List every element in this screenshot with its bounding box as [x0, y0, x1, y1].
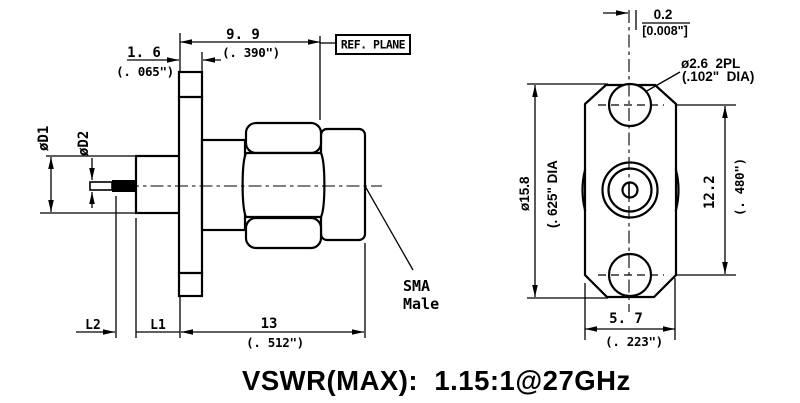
dim-0-2: 0.2 [0.008"] — [603, 7, 690, 38]
dim-13-inch: (. 512") — [246, 335, 304, 350]
sma-label-line1: SMA — [403, 277, 430, 295]
ref-plane-callout: REF. PLANE — [320, 34, 411, 55]
dim-flange-dia-inch: (. 625" DIA — [545, 160, 560, 228]
dim-13-mm: 13 — [261, 316, 278, 332]
dim-l1-label: L1 — [150, 318, 166, 333]
body-step — [200, 138, 247, 232]
dim-1-6: 1. 6 (. 065") — [116, 45, 221, 79]
dim-9-9-inch: (. 390") — [222, 45, 280, 60]
dim-hole-spacing: 12.2 (. 480") — [702, 106, 747, 274]
vswr-spec: VSWR(MAX): 1.15:1@27GHz — [242, 365, 631, 396]
dim-5-7-inch: (. 223") — [605, 334, 663, 349]
hex-nut — [241, 121, 326, 250]
flange-side — [177, 70, 204, 298]
coupling-barrel — [319, 127, 367, 242]
pin-collar — [112, 180, 136, 192]
front-view: 0.2 [0.008"] ø2.6 2PL (.102" DIA) ø15.8 … — [517, 7, 754, 349]
dim-flange-width: 5. 7 (. 223") — [584, 278, 676, 349]
dim-hole-spacing-mm: 12.2 — [702, 175, 718, 209]
dim-0-2-inch: [0.008"] — [642, 24, 688, 38]
dim-13: 13 (. 512") — [181, 316, 364, 350]
dim-d1: øD1 — [36, 126, 135, 214]
flange-side-relief-left — [581, 168, 587, 212]
dim-d2: øD2 — [76, 131, 95, 208]
dim-1-6-mm: 1. 6 — [127, 45, 161, 61]
sma-label-line2: Male — [403, 295, 439, 313]
dim-d2-label: øD2 — [76, 131, 92, 156]
sma-leader-line — [364, 185, 414, 271]
ref-plane-label: REF. PLANE — [341, 38, 406, 52]
center-pin — [89, 181, 113, 191]
dim-flange-dia: ø15.8 (. 625" DIA — [517, 83, 608, 299]
dim-holes: ø2.6 2PL (.102" DIA) — [644, 56, 754, 93]
dim-l2-label: L2 — [85, 318, 101, 333]
dim-0-2-mm: 0.2 — [654, 7, 673, 22]
rear-body — [134, 154, 182, 215]
dim-l2: L2 — [76, 318, 115, 335]
dim-9-9-mm: 9. 9 — [226, 27, 260, 43]
dim-5-7-mm: 5. 7 — [609, 311, 643, 327]
dim-9-9: 9. 9 (. 390") — [180, 27, 320, 60]
dim-l1: L1 — [136, 318, 180, 333]
side-view: SMA Male 9. 9 (. 390") 1. 6 (. 065") REF… — [36, 27, 439, 350]
flange-side-relief-right — [674, 168, 680, 212]
dim-d1-label: øD1 — [36, 126, 52, 151]
dim-holes-inch: (.102" DIA) — [682, 69, 754, 84]
dim-flange-dia-mm: ø15.8 — [517, 176, 532, 211]
dim-1-6-inch: (. 065") — [116, 64, 174, 79]
dim-hole-spacing-inch: (. 480") — [732, 158, 747, 216]
center-contact — [601, 161, 659, 219]
dim-holes-mm: ø2.6 2PL — [681, 56, 740, 71]
